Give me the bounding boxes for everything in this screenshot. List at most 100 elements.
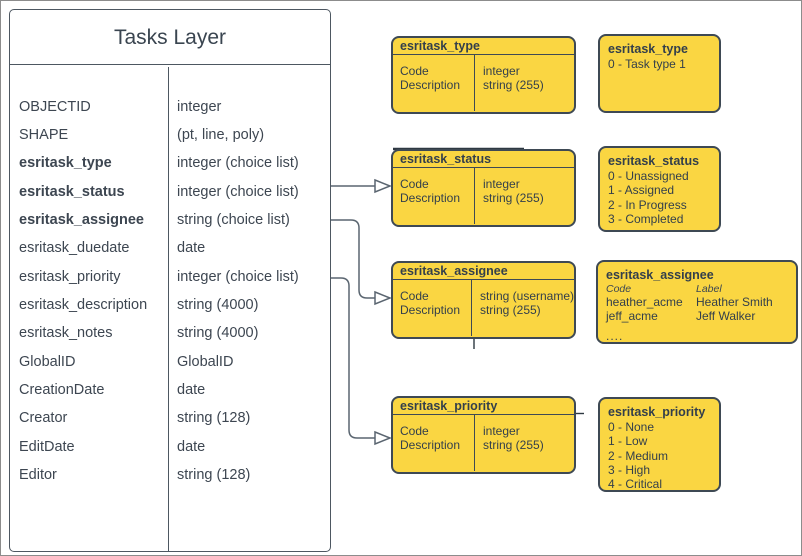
value-list-item: 2 - In Progress bbox=[608, 197, 687, 212]
field-name: SHAPE bbox=[19, 127, 69, 144]
value-list-item: 3 - High bbox=[608, 462, 651, 477]
field-name: esritask_notes bbox=[19, 325, 113, 342]
value-list-item: 0 - Unassigned bbox=[608, 169, 689, 183]
field-type: string (128) bbox=[177, 410, 251, 427]
assignee-rows: heather_acme Heather Smith jeff_acme Jef… bbox=[606, 295, 788, 324]
domain-row-name: Description bbox=[400, 303, 461, 317]
value-list-item: 0 - Task type 1 bbox=[608, 57, 686, 71]
field-name: esritask_type bbox=[19, 155, 112, 172]
field-type: string (128) bbox=[177, 467, 251, 484]
tasks-layer-title: Tasks Layer bbox=[10, 10, 330, 65]
field-name: esritask_assignee bbox=[19, 212, 144, 229]
domain-row-name: Code bbox=[400, 177, 429, 191]
assignee-ellipsis: .... bbox=[606, 328, 624, 343]
field-name: Creator bbox=[19, 410, 68, 427]
field-name: CreationDate bbox=[19, 382, 105, 399]
field-name: EditDate bbox=[19, 438, 75, 455]
field-row: esritask_description string (4000) bbox=[10, 291, 330, 319]
value-list-esritask-priority: esritask_priority 0 - None 1 - Low 2 - M… bbox=[598, 397, 721, 492]
value-list-items: 0 - Unassigned 1 - Assigned 2 - In Progr… bbox=[608, 169, 711, 226]
tasks-layer-table: Tasks Layer OBJECTID integer SHAPE (pt, … bbox=[9, 9, 331, 552]
field-row: esritask_priority integer (choice list) bbox=[10, 263, 330, 291]
value-list-title: esritask_type bbox=[608, 42, 688, 56]
domain-row-type: integer bbox=[483, 64, 520, 78]
domain-row-type: string (255) bbox=[479, 303, 541, 317]
field-name: GlobalID bbox=[19, 353, 76, 370]
domain-row-type: string (255) bbox=[483, 78, 544, 92]
field-row: GlobalID GlobalID bbox=[10, 348, 330, 376]
field-type: integer (choice list) bbox=[177, 183, 299, 200]
domain-table-esritask-assignee: esritask_assignee Code Description strin… bbox=[391, 261, 576, 339]
domain-row-type: string (username) bbox=[479, 289, 574, 303]
field-name: esritask_description bbox=[19, 297, 148, 314]
value-list-title: esritask_assignee bbox=[606, 268, 714, 282]
domain-row-type: string (255) bbox=[483, 438, 544, 452]
field-type: string (choice list) bbox=[177, 212, 290, 229]
field-row: OBJECTID integer bbox=[10, 93, 330, 121]
field-type: string (4000) bbox=[177, 297, 259, 314]
domain-table-title: esritask_type bbox=[393, 38, 574, 55]
field-name: Editor bbox=[19, 467, 57, 484]
field-row: esritask_type integer (choice list) bbox=[10, 149, 330, 177]
assignee-code: heather_acme bbox=[606, 295, 683, 309]
field-row: CreationDate date bbox=[10, 376, 330, 404]
value-list-item: 0 - None bbox=[608, 420, 655, 434]
domain-row-type: integer bbox=[483, 424, 520, 438]
value-list-item: 4 - Critical bbox=[608, 477, 663, 492]
field-type: string (4000) bbox=[177, 325, 259, 342]
field-type: integer (choice list) bbox=[177, 268, 299, 285]
field-name: esritask_priority bbox=[19, 268, 121, 285]
domain-row-type: string (255) bbox=[483, 191, 544, 205]
value-list-items: 0 - Task type 1 bbox=[608, 57, 711, 71]
field-type: integer bbox=[177, 98, 222, 115]
assignee-col-code: Code bbox=[606, 283, 632, 295]
value-list-item: 1 - Low bbox=[608, 434, 648, 449]
domain-table-title: esritask_assignee bbox=[393, 263, 574, 280]
value-list-title: esritask_priority bbox=[608, 405, 706, 419]
field-type: integer (choice list) bbox=[177, 155, 299, 172]
domain-row-name: Description bbox=[400, 191, 461, 205]
field-row: esritask_notes string (4000) bbox=[10, 319, 330, 347]
arrowhead-assignee bbox=[374, 290, 393, 306]
value-list-esritask-status: esritask_status 0 - Unassigned 1 - Assig… bbox=[598, 146, 721, 232]
domain-row-name: Code bbox=[400, 289, 429, 303]
tasks-field-list: OBJECTID integer SHAPE (pt, line, poly) … bbox=[10, 67, 330, 552]
field-name: esritask_duedate bbox=[19, 240, 130, 257]
domain-row-name: Description bbox=[400, 78, 461, 92]
field-type: date bbox=[177, 382, 206, 399]
arrowhead-status bbox=[374, 178, 393, 194]
domain-table-esritask-type: esritask_type Code Description integer s… bbox=[391, 36, 576, 114]
arrowhead-priority bbox=[374, 430, 393, 446]
domain-row-name: Code bbox=[400, 64, 429, 78]
assignee-code: jeff_acme bbox=[606, 309, 658, 324]
field-row: EditDate date bbox=[10, 433, 330, 461]
column-divider bbox=[168, 66, 169, 551]
value-list-items: 0 - None 1 - Low 2 - Medium 3 - High 4 -… bbox=[608, 420, 711, 491]
domain-table-title: esritask_priority bbox=[393, 398, 574, 415]
value-list-esritask-assignee: esritask_assignee Code Label heather_acm… bbox=[596, 260, 798, 344]
connector-assignee bbox=[331, 219, 375, 299]
domain-table-esritask-priority: esritask_priority Code Description integ… bbox=[391, 396, 576, 474]
field-row: Creator string (128) bbox=[10, 404, 330, 432]
field-type: date bbox=[177, 438, 206, 455]
connector-priority bbox=[331, 277, 375, 439]
value-list-item: 1 - Assigned bbox=[608, 183, 675, 198]
field-row: Editor string (128) bbox=[10, 461, 330, 489]
field-row: esritask_assignee string (choice list) bbox=[10, 206, 330, 234]
assignee-label: Heather Smith bbox=[696, 295, 773, 309]
domain-table-title: esritask_status bbox=[393, 151, 574, 168]
field-name: esritask_status bbox=[19, 183, 125, 200]
value-list-item: 2 - Medium bbox=[608, 448, 669, 463]
value-list-title: esritask_status bbox=[608, 154, 700, 168]
domain-row-name: Description bbox=[400, 438, 461, 452]
domain-row-name: Code bbox=[400, 424, 429, 438]
field-name: OBJECTID bbox=[19, 98, 91, 115]
value-list-item: 3 - Completed bbox=[608, 211, 684, 226]
field-type: date bbox=[177, 240, 206, 257]
field-row: esritask_duedate date bbox=[10, 234, 330, 262]
field-type: GlobalID bbox=[177, 353, 234, 370]
assignee-label: Jeff Walker bbox=[696, 309, 756, 324]
domain-table-esritask-status: esritask_status Code Description integer… bbox=[391, 149, 576, 227]
domain-row-type: integer bbox=[483, 177, 520, 191]
